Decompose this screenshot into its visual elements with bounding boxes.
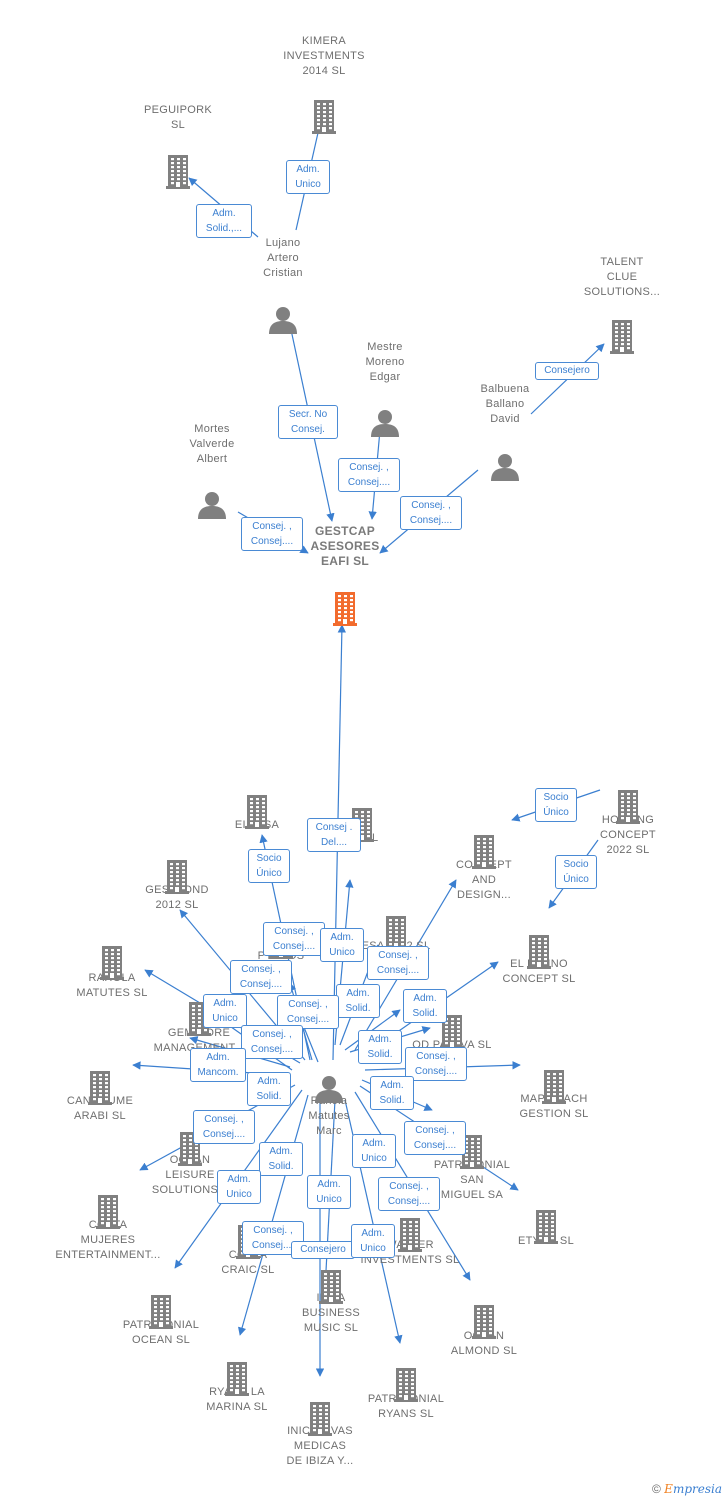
relation-label[interactable]: Consej. , Consej.... bbox=[241, 517, 303, 551]
relation-label[interactable]: Consej. , Consej.... bbox=[241, 1025, 303, 1059]
relation-label[interactable]: Consej. , Consej.... bbox=[230, 960, 292, 994]
node-label[interactable]: Lujano Artero Cristian bbox=[263, 237, 303, 279]
relation-label[interactable]: Socio Único bbox=[248, 849, 290, 883]
node-label[interactable]: Mortes Valverde Albert bbox=[189, 423, 235, 465]
node-label[interactable]: Mestre Moreno Edgar bbox=[365, 341, 405, 383]
relation-label[interactable]: Consej. , Consej.... bbox=[367, 946, 429, 980]
relation-label[interactable]: Adm. Solid. bbox=[370, 1076, 414, 1110]
brand-footer: © Empresia bbox=[652, 1482, 722, 1496]
relation-label[interactable]: Adm. Solid. bbox=[259, 1142, 303, 1176]
copyright-mark: © bbox=[651, 1482, 661, 1496]
relation-label[interactable]: Adm. Solid. bbox=[247, 1072, 291, 1106]
relation-label[interactable]: Adm. Unico bbox=[320, 928, 364, 962]
relation-label[interactable]: Consej. , Consej.... bbox=[405, 1047, 467, 1081]
node-label[interactable]: TALENT CLUE SOLUTIONS... bbox=[583, 256, 661, 298]
relation-edge bbox=[238, 1094, 309, 1336]
relation-label[interactable]: Adm. Solid. bbox=[403, 989, 447, 1023]
relation-label[interactable]: Adm. Unico bbox=[286, 160, 330, 194]
relation-label[interactable]: Adm. Unico bbox=[351, 1224, 395, 1258]
empresia-logo: Empresia bbox=[664, 1482, 722, 1496]
node-label[interactable]: Balbuena Ballano David bbox=[480, 383, 530, 425]
relation-label[interactable]: Socio Único bbox=[535, 788, 577, 822]
node-label[interactable]: GESTCAP ASESORES EAFI SL bbox=[310, 524, 380, 568]
relation-label[interactable]: Socio Único bbox=[555, 855, 597, 889]
relation-label[interactable]: Adm. Mancom. bbox=[190, 1048, 246, 1082]
relation-label[interactable]: Adm. Unico bbox=[307, 1175, 351, 1209]
relation-label[interactable]: Consej. , Consej.... bbox=[263, 922, 325, 956]
relation-label[interactable]: Consej. , Consej.... bbox=[400, 496, 462, 530]
relation-label[interactable]: Consejero bbox=[291, 1241, 355, 1259]
node-label[interactable]: KIMERA INVESTMENTS 2014 SL bbox=[283, 35, 365, 77]
relation-label[interactable]: Consej. , Consej.... bbox=[338, 458, 400, 492]
node-label[interactable]: HOLDING CONCEPT 2022 SL bbox=[600, 814, 656, 856]
node-label[interactable]: MAP BEACH GESTION SL bbox=[519, 1093, 589, 1120]
relation-label[interactable]: Consej. , Consej.... bbox=[378, 1177, 440, 1211]
relation-label[interactable]: Adm. Unico bbox=[203, 994, 247, 1028]
relation-label[interactable]: Consej. , Consej.... bbox=[404, 1121, 466, 1155]
relation-label[interactable]: Adm. Unico bbox=[352, 1134, 396, 1168]
relation-label[interactable]: Adm. Unico bbox=[217, 1170, 261, 1204]
relation-label[interactable]: Consej. , Consej.... bbox=[277, 995, 339, 1029]
relation-label[interactable]: Secr. No Consej. bbox=[278, 405, 338, 439]
relation-label[interactable]: Consej. , Consej.... bbox=[193, 1110, 255, 1144]
relation-label[interactable]: Consejero bbox=[535, 362, 599, 380]
relation-label[interactable]: Adm. Solid.,... bbox=[196, 204, 252, 238]
relation-label[interactable]: Adm. Solid. bbox=[336, 984, 380, 1018]
relation-label[interactable]: Consej . Del.... bbox=[307, 818, 361, 852]
relation-label[interactable]: Adm. Solid. bbox=[358, 1030, 402, 1064]
node-label[interactable]: PEGUIPORK SL bbox=[143, 104, 213, 131]
